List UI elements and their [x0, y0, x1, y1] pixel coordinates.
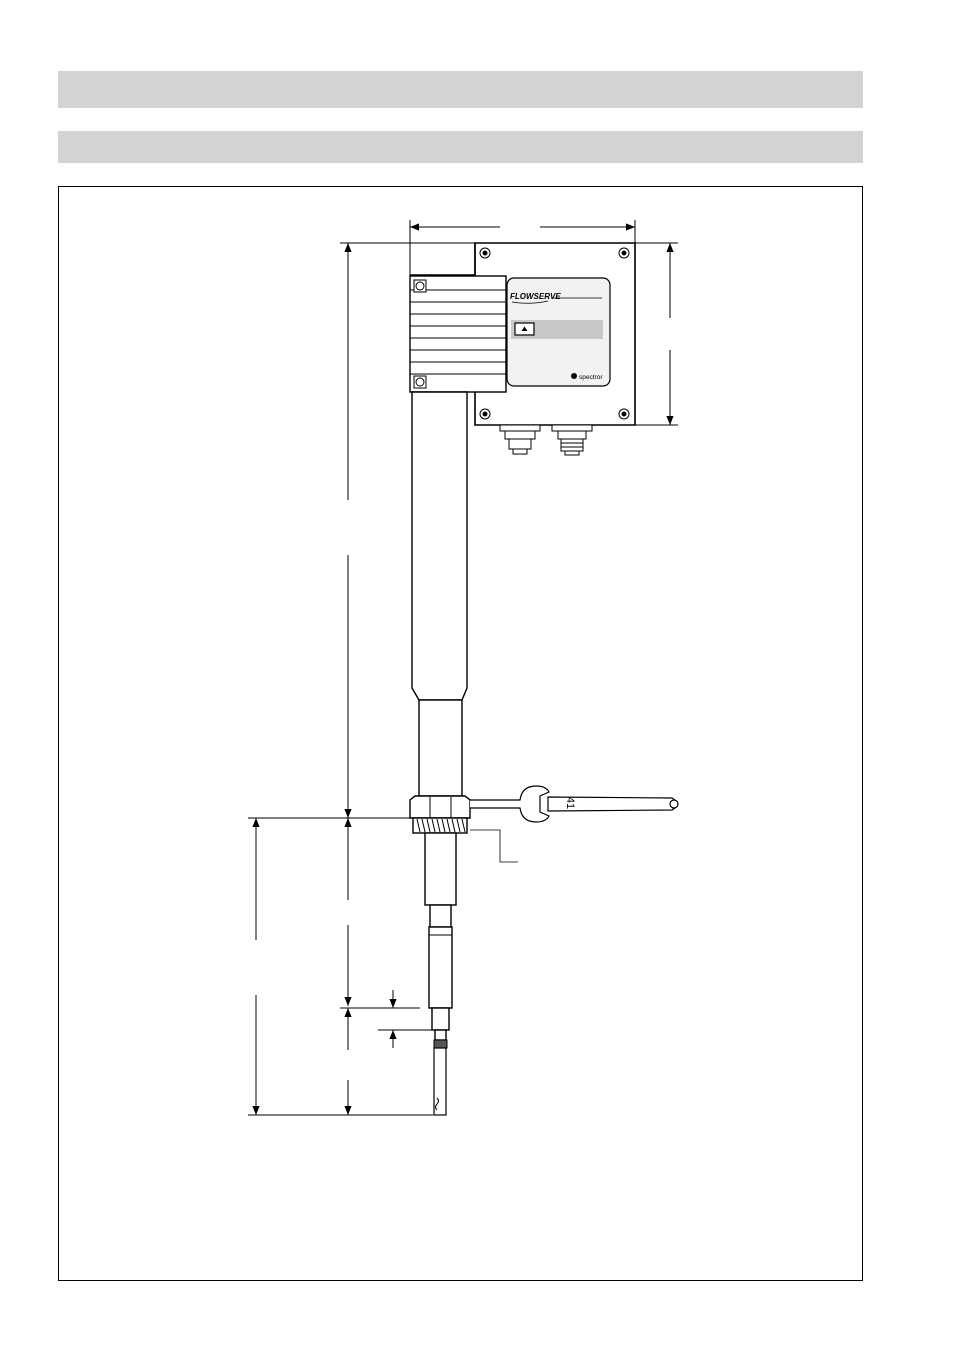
maker-logo-icon — [571, 373, 577, 379]
dimension-tip-length — [340, 1007, 420, 1115]
up-arrow-icon — [521, 326, 528, 331]
figure-frame — [58, 186, 863, 1281]
probe-shaft — [424, 832, 457, 1041]
header-bar — [58, 71, 863, 108]
maker-mark: spectror — [579, 374, 603, 381]
dimension-box-height — [635, 242, 678, 426]
seal-leader-line — [470, 829, 518, 863]
probe-neck — [418, 699, 463, 797]
brand-logo: FLOWSERVE — [510, 292, 561, 301]
front-panel — [506, 277, 611, 387]
dimension-width-top — [409, 220, 636, 278]
dimension-insertion-length — [248, 817, 433, 1116]
probe-spring-tip — [433, 1039, 448, 1116]
dimension-upper-length — [340, 242, 475, 818]
hex-nut — [409, 795, 471, 819]
heat-sink-fins — [409, 275, 507, 393]
subheader-bar — [58, 131, 863, 163]
connector-right — [551, 424, 593, 456]
brand-logo-swoosh — [511, 300, 549, 304]
dimension-tip-detail — [378, 990, 432, 1048]
cable-gland-left — [499, 424, 541, 455]
threaded-fitting — [412, 817, 468, 834]
wrench-icon — [470, 785, 679, 823]
wrench-size-label: 41 — [564, 797, 576, 809]
probe-extension-tube — [411, 391, 468, 701]
screw-icon — [479, 247, 630, 420]
